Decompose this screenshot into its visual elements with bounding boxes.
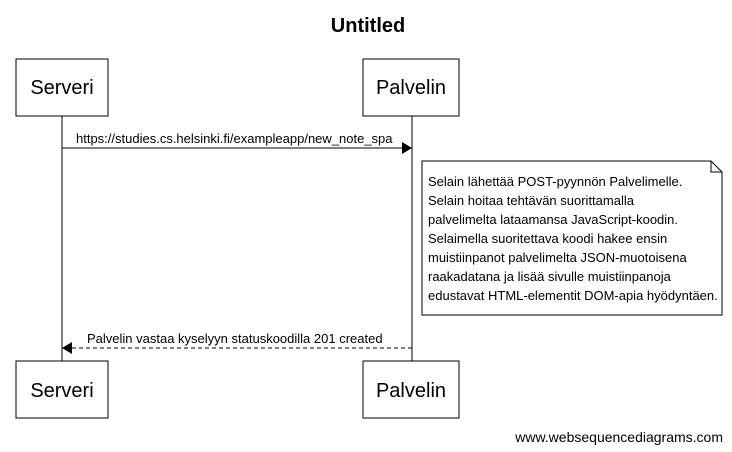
participant-label: Serveri (30, 380, 93, 402)
note-line: palvelimelta lataamansa JavaScript-koodi… (428, 212, 678, 227)
message-request: https://studies.cs.helsinki.fi/exampleap… (62, 131, 412, 154)
participant-label: Palvelin (376, 77, 446, 99)
note-box: Selain lähettää POST-pyynnön Palvelimell… (421, 160, 723, 316)
participant-palvelin-top: Palvelin (362, 58, 460, 117)
note-line: Selain lähettää POST-pyynnön Palvelimell… (428, 174, 682, 189)
note-line: edustavat HTML-elementit DOM-apia hyödyn… (428, 288, 718, 303)
participant-label: Palvelin (376, 380, 446, 402)
note-line: raakadatana ja lisää sivulle muistiinpan… (428, 269, 672, 284)
participant-serveri-bottom: Serveri (15, 360, 109, 419)
note-line: Selaimella suoritettava koodi hakee ensi… (428, 231, 667, 246)
message-response-label: Palvelin vastaa kyselyyn statuskoodilla … (87, 331, 383, 346)
participant-serveri-top: Serveri (15, 58, 109, 117)
footer-watermark[interactable]: www.websequencediagrams.com (514, 429, 723, 445)
participant-palvelin-bottom: Palvelin (362, 360, 460, 419)
note-line: muistiinpanot palvelimelta JSON-muotoise… (428, 250, 687, 265)
diagram-title: Untitled (331, 15, 405, 37)
message-request-label: https://studies.cs.helsinki.fi/exampleap… (76, 131, 393, 146)
note-line: Selain hoitaa tehtävän suorittamalla (428, 193, 635, 208)
participant-label: Serveri (30, 77, 93, 99)
message-response: Palvelin vastaa kyselyyn statuskoodilla … (62, 331, 412, 354)
